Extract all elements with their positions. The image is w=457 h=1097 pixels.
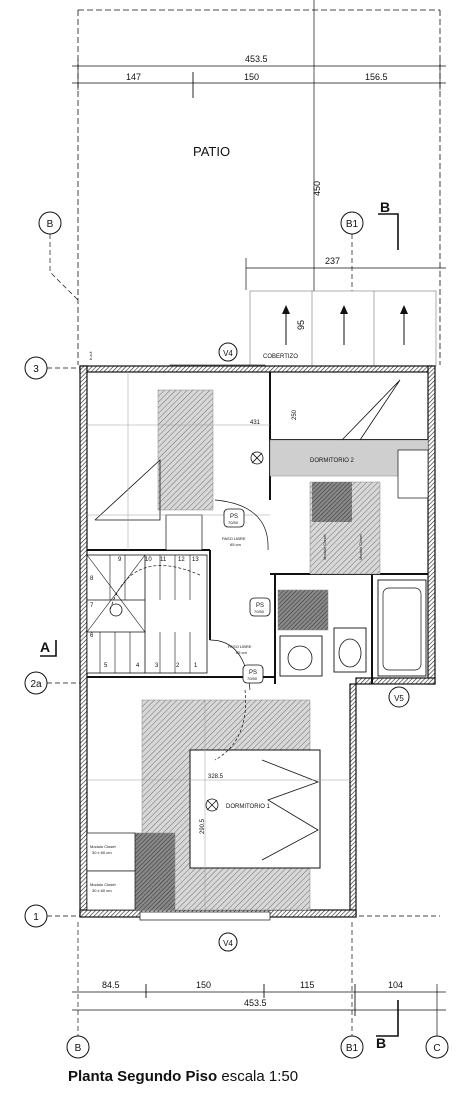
stair-step-3: 3 (155, 663, 159, 669)
closet-1a-label: Modulo Closet (90, 844, 116, 849)
window-v4-bottom-tag (218, 932, 238, 952)
closet-1b-label: Modulo Closet (90, 882, 116, 887)
ps-tag-2-sub: 70/50 (254, 609, 265, 614)
grid-B1-bottom: B1 (346, 1043, 359, 1054)
staircase: 5 4 3 2 1 6 7 8 9 10 11 12 13 (86, 554, 208, 674)
dim-bottom-total: 453.5 (244, 998, 267, 1008)
paso-libre-2: PASO LIBRE (228, 644, 252, 649)
grid-row-1: 1 (33, 912, 39, 923)
toilet (333, 627, 367, 673)
stair-step-9: 9 (118, 557, 122, 563)
dim-250: 250 (292, 409, 298, 420)
sink (279, 635, 323, 677)
window-v4-top-tag (218, 342, 238, 362)
section-B-top: B (380, 199, 390, 215)
ps-tag-3: PS (249, 670, 257, 676)
closet-1a-sub: 30 x 60 cm (92, 850, 112, 855)
paso-libre-1: PASO LIBRE (222, 536, 246, 541)
stair-step-7: 7 (90, 603, 94, 609)
cobertizo: 237 95 COBERTIZO (245, 256, 446, 367)
dim-top-1: 147 (126, 72, 141, 82)
bedroom-2: DORMITORIO 2 431 250 Modulo Closet Modul… (250, 379, 429, 575)
bathroom (277, 579, 427, 677)
grid-row-3: 3 (33, 364, 39, 375)
cobertizo-label: COBERTIZO (263, 354, 298, 360)
stair-step-13: 13 (192, 557, 199, 563)
section-markers: B B A (40, 199, 399, 1051)
grid-C: C (433, 1043, 440, 1054)
section-A: A (40, 639, 50, 655)
ps-tag-1-sub: 70/50 (228, 520, 239, 525)
window-v4-bottom-label: V4 (223, 939, 233, 948)
window-v4-top-label: V4 (223, 349, 233, 358)
ps-tag-1: PS (230, 514, 238, 520)
dim-cobertizo-width: 237 (325, 256, 340, 266)
stair-step-5: 5 (104, 663, 108, 669)
bedroom-2-label: DORMITORIO 2 (310, 458, 355, 464)
dim-top-total: 453.5 (245, 54, 268, 64)
closet-2b-label: Modulo Closet (358, 534, 363, 560)
drawing-scale: escala 1:50 (221, 1068, 299, 1085)
bajo-label: b.a.ll (88, 351, 93, 360)
paso-libre-2-sub: 65 cm (236, 650, 248, 655)
stair-step-8: 8 (90, 576, 94, 582)
patio-label: PATIO (193, 144, 230, 159)
grid-axes: B B1 3 2a 1 B B1 C (24, 211, 449, 1059)
window-v5-label: V5 (394, 694, 404, 703)
stair-step-10: 10 (145, 557, 152, 563)
drawing-caption: Planta Segundo Piso escala 1:50 (68, 1068, 298, 1085)
window-v5-tag (388, 686, 410, 708)
dim-bed1-width: 328.5 (208, 774, 224, 780)
drawing-title: Planta Segundo Piso (68, 1068, 218, 1085)
dim-top-2: 150 (244, 72, 259, 82)
grid-B1-top: B1 (346, 219, 359, 230)
ps-tag-3-sub: 70/50 (247, 676, 258, 681)
bedroom-1: Modulo Closet 30 x 60 cm Modulo Closet 3… (86, 689, 350, 911)
bed (189, 749, 321, 869)
ps-tag-2: PS (256, 603, 264, 609)
stair-step-1: 1 (194, 663, 198, 669)
stair-step-11: 11 (160, 557, 167, 563)
bedroom-1-label: DORMITORIO 1 (226, 804, 271, 810)
bathtub (377, 579, 427, 677)
closet-1b-sub: 30 x 60 cm (92, 888, 112, 893)
paso-libre-1-sub: 65 cm (230, 542, 242, 547)
grid-row-2a: 2a (30, 679, 42, 690)
grid-B-bottom: B (75, 1043, 82, 1054)
grid-B-top: B (47, 219, 54, 230)
closet-2-label: Modulo Closet (322, 534, 327, 560)
dim-patio-depth: 450 (312, 181, 322, 196)
dim-bottom-3: 115 (300, 980, 314, 990)
bottom-dimensions: 84.5 150 115 104 453.5 (72, 980, 446, 1036)
dim-431: 431 (250, 420, 261, 426)
window-v4-bottom (139, 911, 271, 921)
stair-step-4: 4 (136, 663, 140, 669)
dim-bottom-1: 84.5 (102, 980, 120, 990)
stair-step-2: 2 (176, 663, 180, 669)
hallway: PS 70/50 PASO LIBRE 65 cm PS 70/50 PASO … (109, 451, 271, 691)
stair-step-6: 6 (90, 633, 94, 639)
stair-step-12: 12 (178, 557, 185, 563)
dim-top-3: 156.5 (365, 72, 388, 82)
section-B-bottom: B (376, 1035, 386, 1051)
upper-left-room (87, 372, 270, 551)
dim-cobertizo-depth: 95 (296, 320, 306, 330)
top-dimensions: 453.5 147 150 156.5 450 (72, 0, 446, 370)
dim-bottom-2: 150 (196, 980, 211, 990)
dim-bottom-4: 104 (388, 980, 403, 990)
dim-bed1-depth: 290.5 (200, 818, 206, 834)
